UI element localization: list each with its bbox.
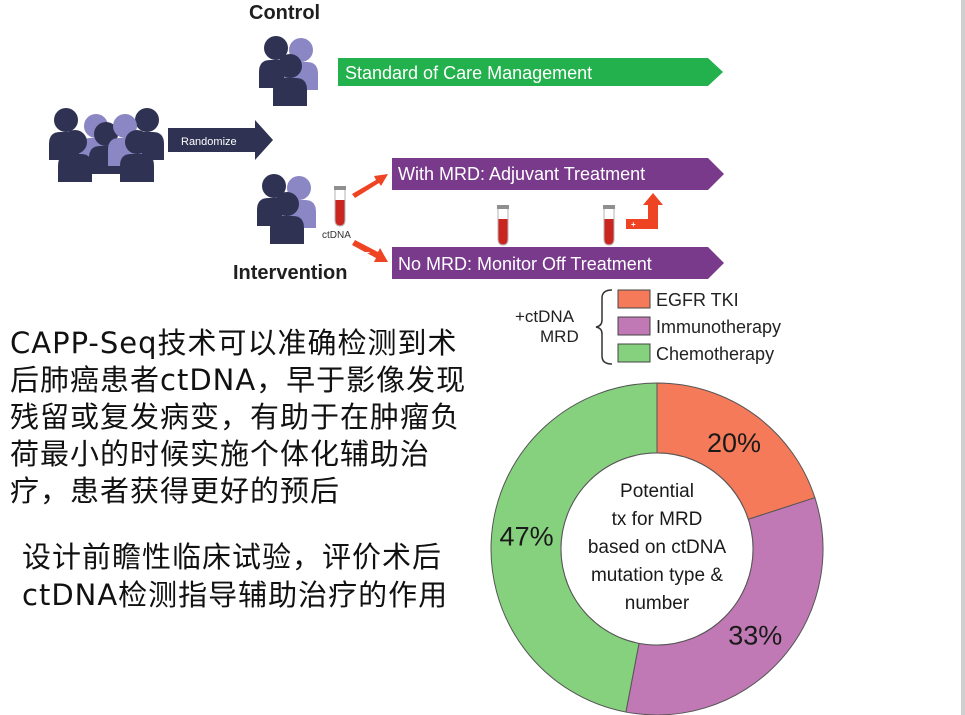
legend-bracket-label: MRD [540,327,579,346]
donut-center-text: based on ctDNA [588,537,727,558]
legend-swatch [617,316,651,336]
donut-value-label: 47% [500,522,554,552]
standard-care-arrow [338,58,723,86]
slide-edge [961,0,965,715]
with-mrd-arrow [392,158,724,190]
plus-branch-arrow-icon: + [352,174,388,198]
standard-care-text: Standard of Care Management [345,63,592,83]
trial-design-paragraph: 设计前瞻性临床试验，评价术后ctDNA检测指导辅助治疗的作用 [22,540,449,612]
summary-paragraph: CAPP-Seq技术可以准确检测到术后肺癌患者ctDNA，早于影像发现残留或复发… [10,326,467,508]
svg-text:+: + [361,178,367,189]
legend-label: EGFR TKI [656,290,739,310]
donut-center-text: mutation type & [591,565,723,586]
donut-center-text: tx for MRD [612,509,703,530]
mrd-treatment-donut-chart: 20% 33% 47% Potential tx for MRD based on ctD… [490,382,824,715]
patient-group-icon [49,108,164,182]
donut-center [560,452,754,646]
legend-label: Immunotherapy [656,317,781,337]
donut-value-label: 33% [728,621,782,651]
donut-center-text: Potential [620,481,694,502]
ctdna-label: ctDNA [322,230,351,241]
legend-label: Chemotherapy [656,344,774,364]
legend-bracket-label: +ctDNA [515,307,575,326]
legend-bracket [595,289,613,365]
legend-swatch [617,289,651,309]
with-mrd-text: With MRD: Adjuvant Treatment [398,164,645,184]
no-mrd-text: No MRD: Monitor Off Treatment [398,254,652,274]
ctdna-tube-icon [496,204,510,246]
control-label: Control [249,2,321,24]
minus-branch-arrow-icon: − [352,240,388,262]
control-group-icon [259,36,318,106]
recurrence-up-arrow-icon: + [626,193,663,229]
randomize-arrow [168,120,273,160]
treatment-legend: +ctDNA MRD EGFR TKI ImmunotherapyChemothe… [515,289,781,365]
intervention-label: Intervention [233,262,348,284]
svg-text:−: − [364,248,370,259]
donut-center-text: number [625,593,690,614]
ctdna-tube-icon [602,204,616,246]
intervention-group-icon [257,174,316,244]
donut-value-label: 20% [707,428,761,458]
ctdna-tube-icon [333,185,347,227]
svg-text:+: + [631,220,636,229]
legend-swatch [617,343,651,363]
no-mrd-arrow [392,247,724,279]
trial-diagram: Randomize Standard of Care Management Wi… [49,36,724,279]
randomize-text: Randomize [181,136,237,148]
